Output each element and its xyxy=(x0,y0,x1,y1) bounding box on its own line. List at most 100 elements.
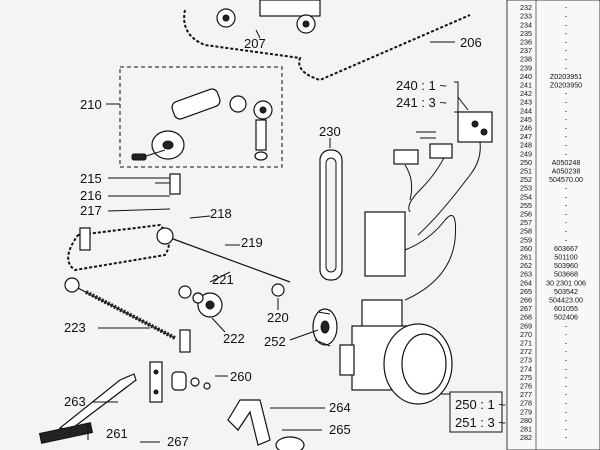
table-ref-270: - xyxy=(565,330,568,339)
table-ref-236: - xyxy=(565,38,568,47)
table-pos-247: 247 xyxy=(520,132,532,141)
table-ref-251: A050238 xyxy=(552,167,581,176)
table-pos-264: 264 xyxy=(520,278,532,287)
pulley-265 xyxy=(275,436,305,450)
table-ref-263: 503668 xyxy=(554,270,578,279)
table-pos-274: 274 xyxy=(520,364,532,373)
table-ref-233: - xyxy=(565,12,568,21)
table-ref-241: Z0203950 xyxy=(550,81,582,90)
table-pos-259: 259 xyxy=(520,235,532,244)
table-ref-258: - xyxy=(565,227,568,236)
table-pos-245: 245 xyxy=(520,115,532,124)
table-pos-279: 279 xyxy=(520,407,532,416)
table-pos-232: 232 xyxy=(520,3,532,12)
table-ref-267: 601055 xyxy=(554,304,578,313)
table-pos-282: 282 xyxy=(520,433,532,442)
electric-motor xyxy=(339,299,453,405)
relay-box xyxy=(364,211,406,277)
table-ref-257: - xyxy=(565,218,568,227)
table-pos-273: 273 xyxy=(520,356,532,365)
table-ref-260: 603667 xyxy=(554,244,578,253)
sprocket-218 xyxy=(156,227,174,245)
table-ref-243: - xyxy=(565,98,568,107)
callout-222: 222 xyxy=(223,331,245,346)
table-pos-233: 233 xyxy=(520,12,532,21)
table-pos-270: 270 xyxy=(520,330,532,339)
top-housing xyxy=(259,0,321,17)
callout-260: 260 xyxy=(230,369,252,384)
table-ref-279: - xyxy=(565,407,568,416)
table-pos-257: 257 xyxy=(520,218,532,227)
table-pos-235: 235 xyxy=(520,29,532,38)
table-ref-264: 30 2301 006 xyxy=(546,278,586,287)
table-pos-281: 281 xyxy=(520,425,532,434)
callout-250: 250 : 1 ~ xyxy=(455,397,506,412)
table-ref-259: - xyxy=(565,235,568,244)
callout-252: 252 xyxy=(264,334,286,349)
bracket-260 xyxy=(149,361,163,403)
table-ref-242: - xyxy=(565,89,568,98)
table-ref-271: - xyxy=(565,339,568,348)
table-pos-246: 246 xyxy=(520,124,532,133)
table-pos-276: 276 xyxy=(520,382,532,391)
table-ref-249: - xyxy=(565,149,568,158)
callout-261: 261 xyxy=(106,426,128,441)
callout-251: 251 : 3 ~ xyxy=(455,415,506,430)
table-ref-268: 502406 xyxy=(554,313,578,322)
callout-218: 218 xyxy=(210,206,232,221)
table-ref-252: 504570.00 xyxy=(549,175,583,184)
callout-221: 221 xyxy=(212,272,234,287)
table-ref-282: - xyxy=(565,433,568,442)
callout-264: 264 xyxy=(329,400,351,415)
table-ref-269: - xyxy=(565,321,568,330)
table-pos-278: 278 xyxy=(520,399,532,408)
table-pos-263: 263 xyxy=(520,270,532,279)
table-pos-234: 234 xyxy=(520,20,532,29)
sprocket-207-right xyxy=(296,14,316,34)
table-pos-241: 241 xyxy=(520,81,532,90)
table-ref-255: - xyxy=(565,201,568,210)
callout-217: 217 xyxy=(80,203,102,218)
table-pos-237: 237 xyxy=(520,46,532,55)
table-pos-271: 271 xyxy=(520,339,532,348)
table-pos-236: 236 xyxy=(520,38,532,47)
sprocket-207-left xyxy=(216,8,236,28)
table-ref-261: 501100 xyxy=(554,253,577,262)
table-pos-249: 249 xyxy=(520,149,532,158)
table-ref-244: - xyxy=(565,106,568,115)
table-ref-234: - xyxy=(565,20,568,29)
table-pos-251: 251 xyxy=(520,167,532,176)
table-ref-275: - xyxy=(565,373,568,382)
table-pos-250: 250 xyxy=(520,158,532,167)
table-ref-253: - xyxy=(565,184,568,193)
table-pos-255: 255 xyxy=(520,201,532,210)
table-ref-272: - xyxy=(565,347,568,356)
table-ref-266: 504423.00 xyxy=(549,296,583,305)
table-pos-267: 267 xyxy=(520,304,532,313)
table-ref-254: - xyxy=(565,192,568,201)
table-ref-232: - xyxy=(565,3,568,12)
callout-265: 265 xyxy=(329,422,351,437)
table-ref-262: 503960 xyxy=(554,261,578,270)
callout-216: 216 xyxy=(80,188,102,203)
drive-chain-206 xyxy=(183,9,471,82)
shaft-218 xyxy=(164,235,291,283)
table-ref-240: Z0203951 xyxy=(550,72,582,81)
table-pos-240: 240 xyxy=(520,72,532,81)
table-pos-268: 268 xyxy=(520,313,532,322)
callout-240: 240 : 1 ~ xyxy=(396,78,447,93)
table-ref-265: 503542 xyxy=(554,287,578,296)
spring-215 xyxy=(169,173,181,195)
table-pos-275: 275 xyxy=(520,373,532,382)
limit-switch xyxy=(393,131,453,165)
table-pos-256: 256 xyxy=(520,210,532,219)
table-pos-261: 261 xyxy=(520,253,532,262)
callout-219: 219 xyxy=(241,235,263,250)
table-pos-239: 239 xyxy=(520,63,532,72)
table-pos-269: 269 xyxy=(520,321,532,330)
callout-263: 263 xyxy=(64,394,86,409)
callout-230: 230 xyxy=(319,124,341,139)
